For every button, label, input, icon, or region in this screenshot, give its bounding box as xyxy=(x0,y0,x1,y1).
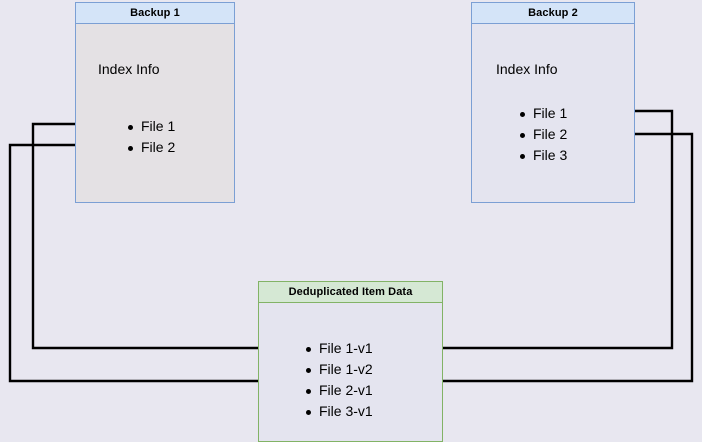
node-deduplicated-item-data[interactable]: Deduplicated Item Data File 1-v1 File 1-… xyxy=(258,281,443,442)
node-backup-2-body: Index Info File 1 File 2 File 3 xyxy=(472,24,634,202)
list-item: File 1 xyxy=(125,116,175,137)
node-backup-2[interactable]: Backup 2 Index Info File 1 File 2 File 3 xyxy=(471,2,635,203)
node-backup-1-body: Index Info File 1 File 2 xyxy=(76,24,234,202)
list-item: File 3-v1 xyxy=(303,401,373,422)
node-backup-1[interactable]: Backup 1 Index Info File 1 File 2 xyxy=(75,2,235,203)
node-backup-1-title: Backup 1 xyxy=(76,3,234,24)
node-backup-2-index-label: Index Info xyxy=(496,61,558,77)
node-backup-1-index-label: Index Info xyxy=(98,61,160,77)
list-item: File 1-v1 xyxy=(303,338,373,359)
list-item: File 1 xyxy=(517,103,567,124)
list-item: File 1-v2 xyxy=(303,359,373,380)
list-item: File 3 xyxy=(517,145,567,166)
node-deduplicated-item-data-title: Deduplicated Item Data xyxy=(259,282,442,303)
node-backup-2-title: Backup 2 xyxy=(472,3,634,24)
list-item: File 2 xyxy=(125,137,175,158)
node-backup-2-file-list: File 1 File 2 File 3 xyxy=(517,103,567,166)
node-deduplicated-item-data-body: File 1-v1 File 1-v2 File 2-v1 File 3-v1 xyxy=(259,303,442,441)
list-item: File 2-v1 xyxy=(303,380,373,401)
list-item: File 2 xyxy=(517,124,567,145)
node-deduplicated-item-data-file-list: File 1-v1 File 1-v2 File 2-v1 File 3-v1 xyxy=(303,338,373,422)
node-backup-1-file-list: File 1 File 2 xyxy=(125,116,175,158)
